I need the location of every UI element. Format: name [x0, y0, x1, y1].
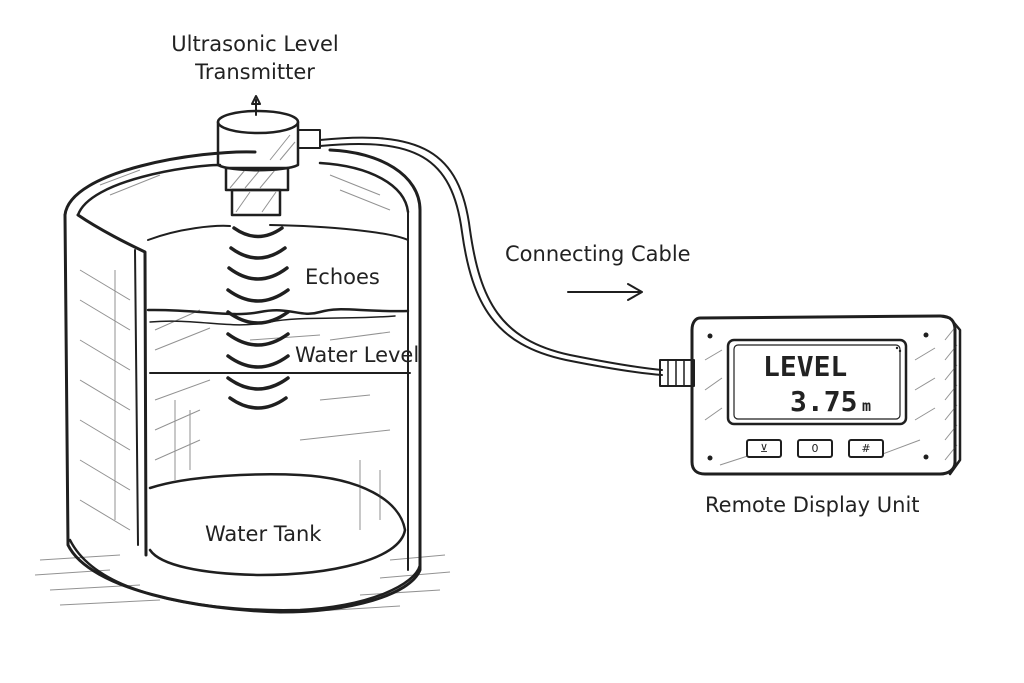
display-button-right[interactable]: # — [848, 439, 884, 458]
display-button-middle[interactable]: 0 — [797, 439, 833, 458]
echo-waves — [226, 226, 290, 410]
display-value: 3.75 — [790, 385, 858, 418]
display-button-left[interactable]: ⊻ — [746, 439, 782, 458]
display-heading: LEVEL — [763, 350, 848, 383]
cable-label: Connecting Cable — [505, 242, 691, 266]
transmitter-label-line2: Transmitter — [195, 60, 315, 84]
connecting-cable — [319, 136, 663, 376]
display-unit: m — [862, 397, 872, 415]
echoes-label: Echoes — [305, 265, 380, 289]
transmitter-label: Ultrasonic Level Transmitter — [155, 30, 355, 86]
ultrasonic-transmitter — [216, 95, 321, 217]
floor-shadow — [34, 554, 451, 613]
remote-display-unit — [659, 314, 962, 476]
water-tank-label: Water Tank — [205, 522, 322, 546]
water-level-label: Water Level — [295, 343, 420, 367]
right-arrow-icon — [567, 283, 643, 301]
display-unit-label: Remote Display Unit — [705, 493, 920, 517]
transmitter-label-line1: Ultrasonic Level — [171, 32, 339, 56]
